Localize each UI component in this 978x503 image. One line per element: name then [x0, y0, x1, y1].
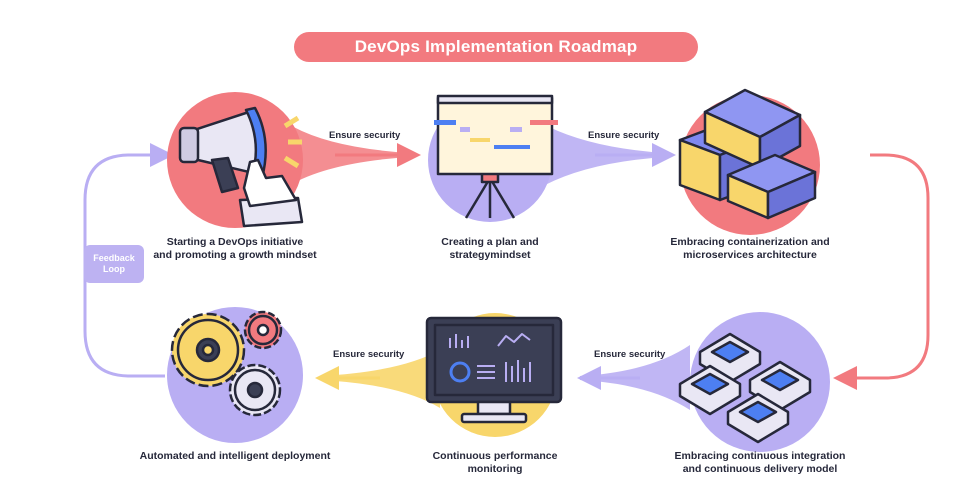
step-3-label: Embracing containerization and microserv…: [635, 236, 865, 262]
feedback-loop-label: Feedback Loop: [84, 245, 144, 283]
step-1-label: Starting a DevOps initiative and promoti…: [120, 236, 350, 262]
diagram-title: DevOps Implementation Roadmap: [294, 32, 698, 62]
arrow-4-label: Ensure security: [333, 349, 404, 360]
arrow-1-label: Ensure security: [329, 130, 400, 141]
arrow-2-label: Ensure security: [588, 130, 659, 141]
step-4-label: Embracing continuous integration and con…: [645, 450, 875, 476]
right-connector: [842, 155, 928, 378]
step-2-label: Creating a plan and strategymindset: [375, 236, 605, 262]
arrow-3-label: Ensure security: [594, 349, 665, 360]
feedback-loop-text: Feedback Loop: [84, 253, 144, 275]
step-6-label: Automated and intelligent deployment: [120, 450, 350, 463]
step-5-label: Continuous performance monitoring: [380, 450, 610, 476]
